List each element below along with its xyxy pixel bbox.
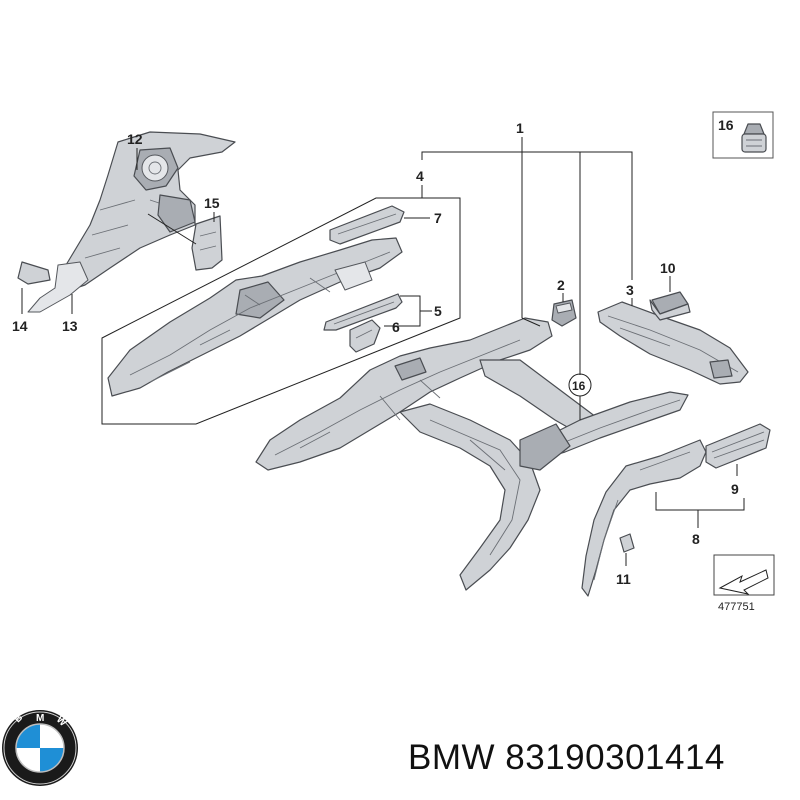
callout-12: 12 [127, 131, 143, 147]
part-number: 83190301414 [505, 738, 725, 777]
drawing-reference: 477751 [713, 554, 775, 613]
brand-name: BMW [408, 738, 496, 777]
part-6-piece [349, 319, 381, 353]
callout-8: 8 [692, 531, 700, 547]
part-5-strip [323, 293, 403, 331]
part-number-caption: BMW 83190301414 [408, 738, 725, 778]
callout-16: 16 [572, 379, 586, 393]
callout-7: 7 [434, 210, 442, 226]
part-7-strip [329, 205, 405, 245]
callout-11: 11 [616, 571, 631, 587]
part-14-gusset [17, 261, 51, 285]
part-12-wheel-arch [59, 131, 236, 291]
callout-6: 6 [392, 319, 400, 335]
part-13-extension [27, 261, 89, 313]
callout-16-circle [568, 373, 592, 397]
part-9-strip [705, 423, 771, 469]
callout-14: 14 [12, 318, 28, 334]
inset-16-nut: 16 [712, 111, 774, 159]
part-4-box [101, 197, 461, 425]
callout-2: 2 [557, 277, 565, 293]
callout-10: 10 [660, 260, 676, 276]
part-11-clip [619, 533, 635, 553]
part-3-rail [597, 301, 749, 385]
part-1-floor-frame [255, 317, 689, 591]
callout-13: 13 [62, 318, 78, 334]
callout-15: 15 [204, 195, 220, 211]
inset-16-label: 16 [718, 117, 734, 133]
bmw-logo: B M W [2, 710, 78, 786]
part-8-arch [581, 439, 707, 597]
callout-3: 3 [626, 282, 634, 298]
leader-lines [21, 137, 745, 566]
drawing-number: 477751 [718, 601, 755, 613]
callout-9: 9 [731, 481, 739, 497]
side-member-left [107, 237, 403, 397]
callout-5: 5 [434, 303, 442, 319]
part-15-bracket [191, 215, 223, 271]
callout-4: 4 [416, 168, 424, 184]
part-10-pad [649, 291, 691, 321]
callout-labels: 1 2 3 4 5 6 7 8 9 10 11 12 13 14 15 16 [12, 120, 739, 587]
part-2-block [551, 299, 577, 327]
callout-1: 1 [516, 120, 524, 136]
logo-letter-m: M [36, 713, 44, 724]
